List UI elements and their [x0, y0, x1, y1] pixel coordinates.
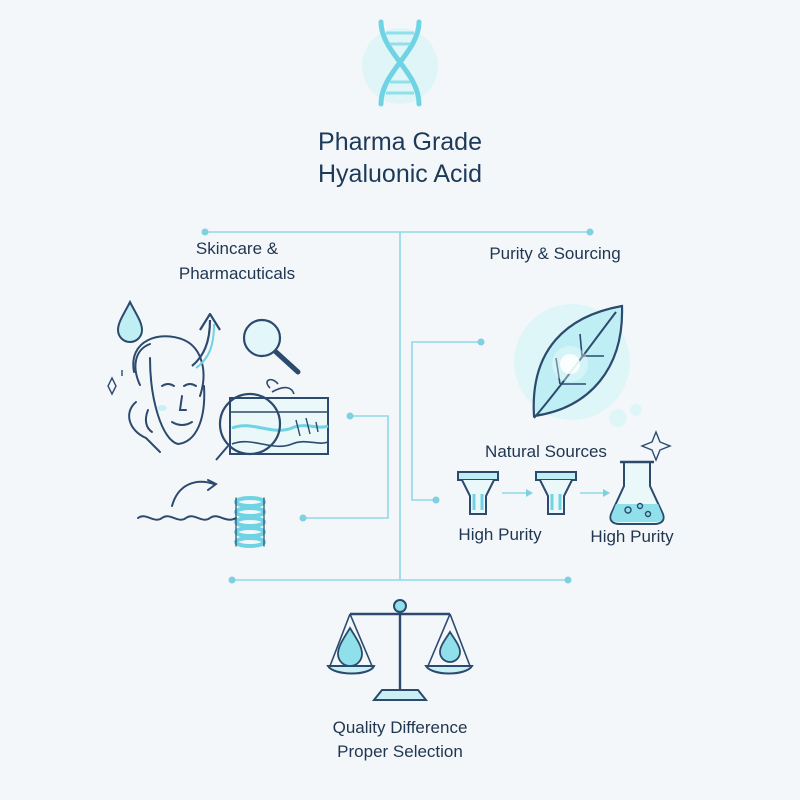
right-branch-label: Purity & Sourcing [489, 244, 621, 263]
dna-icon [362, 19, 438, 107]
bottom-label-line-1: Quality Difference [332, 718, 468, 737]
water-drop-icon [116, 299, 144, 343]
connector-dots [201, 228, 594, 584]
filter-icon-1 [457, 471, 499, 515]
connector-lines [205, 231, 603, 581]
left-label-line-1: Skincare & [195, 239, 279, 258]
balance-scale-icon [326, 599, 474, 701]
bottom-label-line-2: Proper Selection [337, 742, 463, 761]
title-line-2: Hyaluonic Acid [318, 160, 482, 188]
left-label-line-2: Pharmacuticals [178, 264, 296, 283]
flow-arrowheads [526, 489, 610, 497]
high-purity-label-2: High Purity [590, 527, 674, 546]
high-purity-label-1: High Purity [458, 525, 542, 544]
sparkle-icon [107, 370, 123, 396]
natural-sources-label: Natural Sources [485, 442, 607, 461]
title-line-1: Pharma Grade [318, 128, 482, 156]
flask-icon [609, 460, 665, 525]
bottom-label: Quality Difference Proper Selection [260, 716, 540, 764]
magnifier-icon [242, 318, 301, 375]
filter-icon-2 [535, 471, 577, 515]
face-icon [128, 335, 206, 453]
wave-spring-icon [137, 479, 266, 548]
sparkle-icon-right [640, 430, 672, 462]
left-branch-label: Skincare & Pharmacuticals [137, 236, 337, 286]
leaf-icon [514, 304, 642, 427]
page-title: Pharma Grade Hyaluonic Acid [200, 126, 600, 190]
skin-layer-icon [215, 378, 329, 461]
arrow-up-icon [191, 312, 221, 369]
